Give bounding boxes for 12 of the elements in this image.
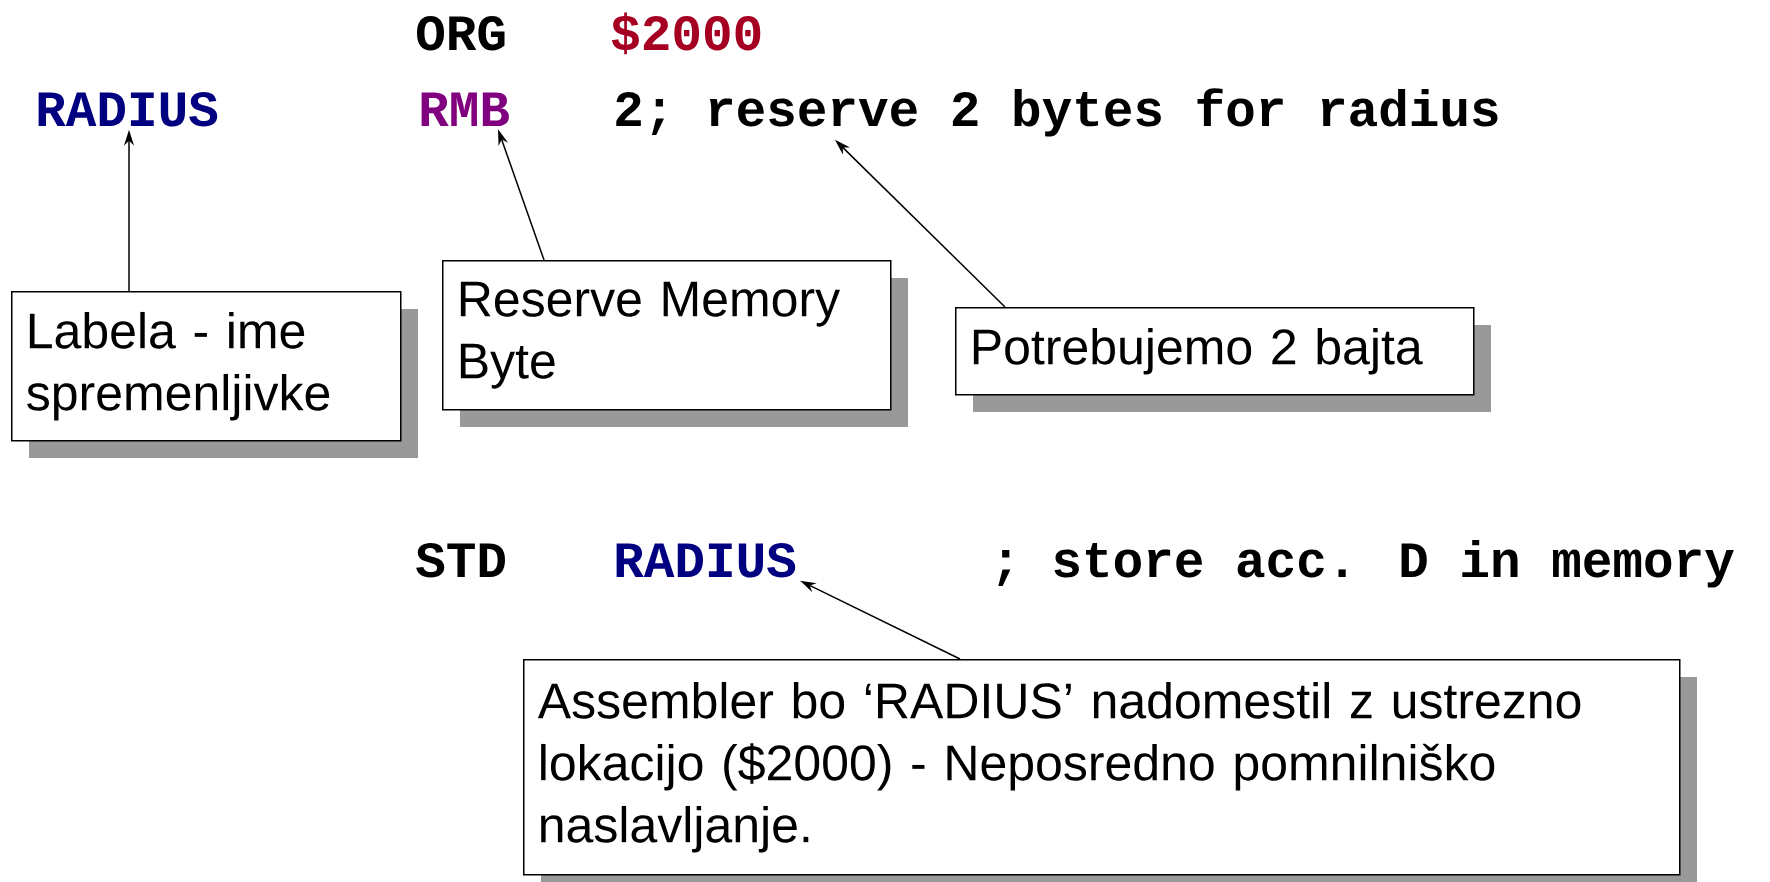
code-text: $2000 <box>611 12 761 55</box>
callout-box: Assembler bo ‘RADIUS’ nadomestil z ustrezno lokacijo ($2000) - Neposredno pomnilniško naslavljanje. <box>523 659 1697 882</box>
callout-box: Potrebujemo 2 bajta <box>955 307 1491 412</box>
code-text: 2; reserve 2 bytes for radius <box>616 88 1498 137</box>
code-text: ; store acc. D in memory <box>998 540 1734 588</box>
code-text: RMB <box>421 92 509 126</box>
code-text: STD <box>416 542 505 578</box>
code-text: RADIUS <box>616 542 796 578</box>
callout-box: Reserve Memory Byte <box>442 260 908 427</box>
callout-box: Labela - ime spremenljivke <box>11 291 418 458</box>
code-text: ORG <box>417 15 505 51</box>
code-text: RADIUS <box>38 91 218 127</box>
